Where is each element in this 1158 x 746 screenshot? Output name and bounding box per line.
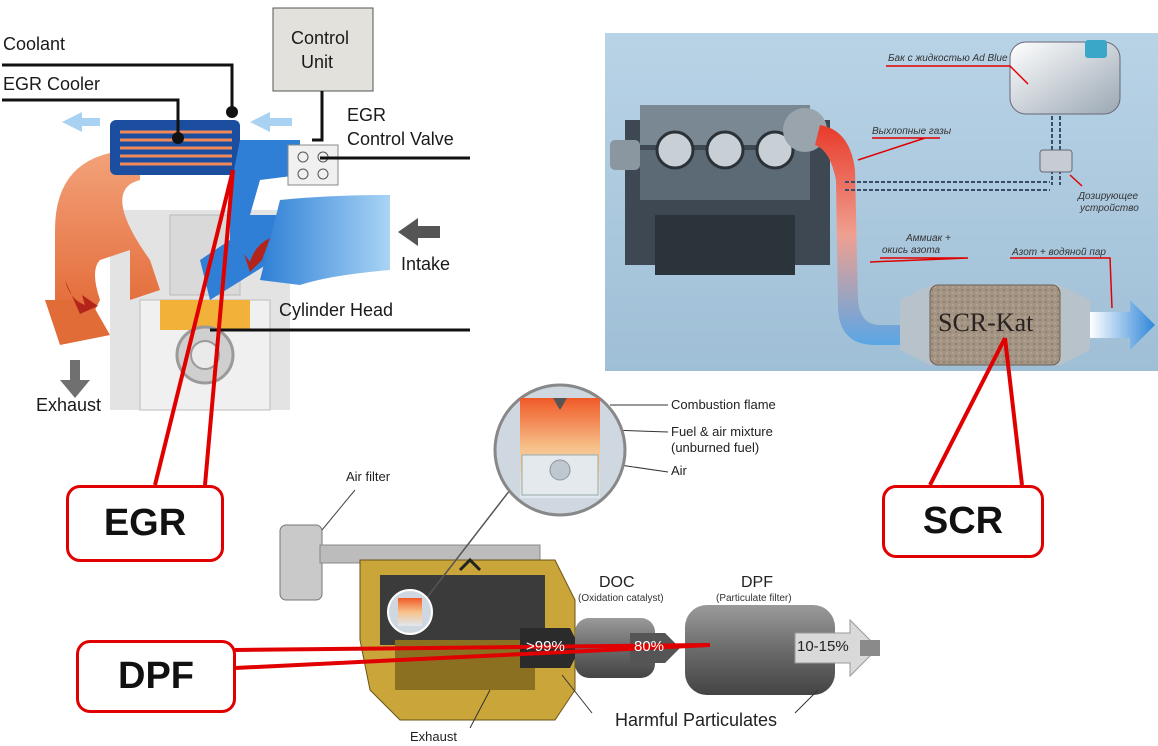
- label-ammonia-2: окись азота: [882, 245, 941, 256]
- label-doc-sub: (Oxidation catalyst): [578, 593, 664, 604]
- label-dpf-sub: (Particulate filter): [716, 593, 792, 604]
- label-air-filter: Air filter: [346, 469, 391, 484]
- label-fuel-air-1: Fuel & air mixture: [671, 424, 773, 439]
- dpf-zoom-line: [424, 489, 511, 601]
- egr-intake-pipe: [260, 195, 390, 285]
- egr-red-arrow-right: [244, 238, 270, 272]
- label-combustion-flame: Combustion flame: [671, 397, 776, 412]
- label-egr-cooler: EGR Cooler: [3, 74, 101, 94]
- scr-engine: [610, 105, 830, 275]
- label-control-unit-1: Control: [291, 28, 350, 48]
- scr-output-arrow: [1090, 300, 1155, 350]
- label-harmful-particulates: Harmful Particulates: [615, 710, 778, 730]
- label-pct-engine: >99%: [526, 638, 565, 655]
- scr-exhaust-pipe: [815, 125, 930, 345]
- egr-exhaust-arrow: [60, 360, 90, 398]
- label-doser-1: Дозирующее: [1078, 191, 1139, 202]
- label-fuel-air-2: (unburned fuel): [671, 440, 760, 455]
- callout-leaders: [153, 169, 1024, 670]
- label-ammonia-1: Аммиак +: [906, 233, 951, 244]
- egr-combustion-chamber: [160, 300, 250, 330]
- label-intake: Intake: [401, 254, 451, 274]
- label-pct-out: 10-15%: [797, 638, 849, 655]
- label-exhaust-egr: Exhaust: [36, 395, 102, 415]
- label-adblue-tank: Бак с жидкостью Ad Blue: [888, 53, 1008, 64]
- egr-red-arrow-left: [65, 280, 98, 314]
- label-pct-doc: 80%: [634, 638, 665, 655]
- label-egr-valve-2: Control Valve: [347, 129, 454, 149]
- label-exhaust-dpf: Exhaust: [410, 729, 457, 744]
- label-nitrogen-water: Азот + водяной пар: [1012, 247, 1106, 258]
- egr-exhaust-pipe: [55, 150, 160, 341]
- egr-flow-arrow-right: [250, 112, 292, 132]
- label-dpf: DPF: [741, 574, 773, 591]
- egr-flow-arrow-left: [62, 112, 100, 132]
- dpf-filter-body: [685, 605, 835, 695]
- label-exhaust-gases: Выхлопные газы: [872, 126, 952, 137]
- egr-control-unit-box: [272, 7, 374, 92]
- scr-diagram: [605, 33, 1158, 371]
- scr-dosing-line: [845, 181, 1050, 191]
- dpf-diagram: [279, 383, 880, 729]
- label-scr-kat: SCR-Kat: [938, 308, 1034, 337]
- egr-leader-lines: [2, 63, 470, 332]
- label-egr-valve-1: EGR: [347, 105, 387, 125]
- label-cylinder-head: Cylinder Head: [279, 300, 394, 320]
- egr-diagram: [2, 7, 470, 411]
- dpf-air-filter: [279, 524, 323, 601]
- scr-kat-body: [929, 284, 1061, 366]
- callout-dpf: DPF: [76, 640, 236, 713]
- dpf-output-arrow: [794, 618, 879, 678]
- label-air: Air: [671, 463, 687, 478]
- callout-scr: SCR: [882, 485, 1044, 558]
- label-control-unit-2: Unit: [301, 52, 334, 72]
- egr-intake-arrow: [398, 218, 440, 246]
- label-doc: DOC: [599, 574, 635, 591]
- scr-doser: [1039, 149, 1073, 173]
- label-coolant: Coolant: [3, 34, 66, 54]
- scr-adblue-tank: [1009, 41, 1121, 115]
- label-doser-2: устройство: [1080, 203, 1139, 214]
- callout-egr: EGR: [66, 485, 224, 562]
- egr-valve-body: [287, 144, 339, 186]
